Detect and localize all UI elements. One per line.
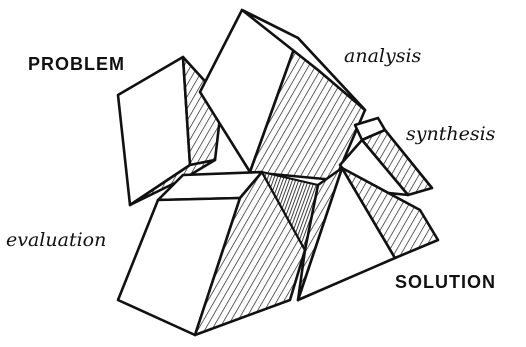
label-analysis: analysis: [344, 45, 422, 67]
analysis-block: [200, 10, 365, 180]
label-synthesis: synthesis: [406, 123, 496, 145]
label-solution: SOLUTION: [395, 272, 496, 292]
label-problem: PROBLEM: [28, 54, 125, 74]
label-evaluation: evaluation: [6, 229, 106, 251]
